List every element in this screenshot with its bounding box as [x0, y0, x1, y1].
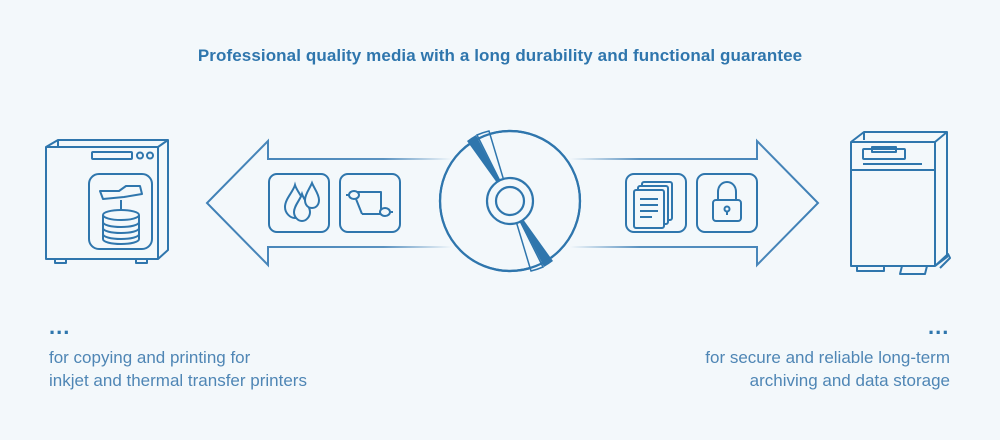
- right-arrow: [570, 138, 820, 268]
- right-caption-line-1: for secure and reliable long-term: [705, 348, 950, 367]
- padlock-icon: [696, 173, 758, 233]
- left-ellipsis: ...: [49, 314, 71, 339]
- right-caption: for secure and reliable long-term archiv…: [530, 346, 950, 392]
- documents-icon: [625, 173, 687, 233]
- right-caption-line-2: archiving and data storage: [749, 371, 950, 390]
- left-caption-line-1: for copying and printing for: [49, 348, 251, 367]
- archive-server-icon: [850, 131, 951, 275]
- disc-printer-icon: [45, 139, 169, 264]
- ink-drops-icon: [268, 173, 330, 233]
- right-ellipsis: ...: [928, 314, 950, 339]
- left-caption-line-2: inkjet and thermal transfer printers: [49, 371, 307, 390]
- left-caption: for copying and printing for inkjet and …: [49, 346, 469, 392]
- headline: Professional quality media with a long d…: [197, 46, 803, 65]
- ribbon-roll-icon: [339, 173, 401, 233]
- left-arrow: [205, 138, 452, 268]
- optical-disc: [438, 129, 582, 273]
